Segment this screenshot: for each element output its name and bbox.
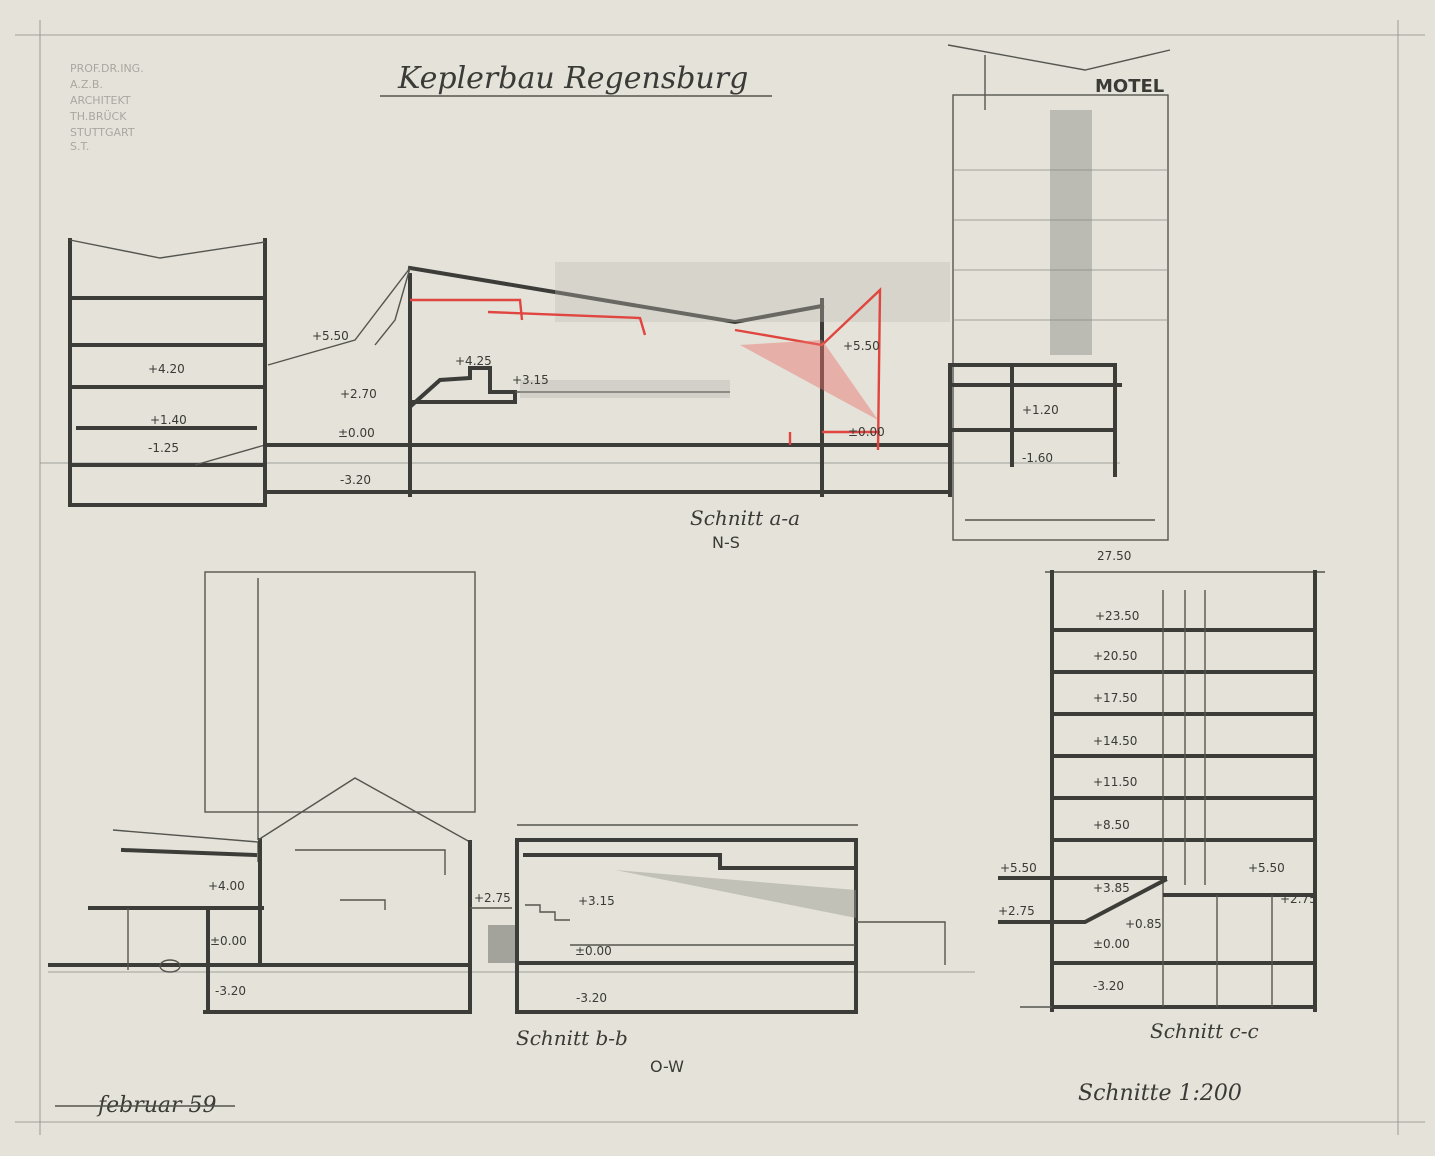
section-aa-label: Schnitt a-a bbox=[690, 506, 800, 530]
sheet-border bbox=[15, 20, 1425, 1135]
drawing-title: Keplerbau Regensburg bbox=[397, 61, 748, 96]
svg-text:+3.15: +3.15 bbox=[512, 373, 549, 387]
svg-text:+4.20: +4.20 bbox=[148, 362, 185, 376]
svg-text:-3.20: -3.20 bbox=[1093, 979, 1124, 993]
svg-text:-1.25: -1.25 bbox=[148, 441, 179, 455]
bb-gabled-hall bbox=[257, 777, 516, 1014]
section-aa: MOTEL +4.20 +1.40 -1.25 +5.50 +4.25 +2.7… bbox=[40, 44, 1171, 552]
svg-text:+20.50: +20.50 bbox=[1093, 649, 1137, 663]
section-bb: +4.00 ±0.00 -3.20 +2.75 +3.15 ±0.00 -3.2… bbox=[48, 571, 975, 1076]
svg-text:+5.50: +5.50 bbox=[1248, 861, 1285, 875]
aa-hatch-background bbox=[555, 262, 950, 322]
svg-text:-3.20: -3.20 bbox=[215, 984, 246, 998]
svg-text:-3.20: -3.20 bbox=[576, 991, 607, 1005]
architect-stamp: PROF.DR.ING. A.Z.B. ARCHITEKT TH.BRÜCK S… bbox=[69, 62, 144, 153]
section-cc-label: Schnitt c-c bbox=[1150, 1019, 1259, 1043]
svg-text:+17.50: +17.50 bbox=[1093, 691, 1137, 705]
svg-text:PROF.DR.ING.: PROF.DR.ING. bbox=[70, 62, 144, 75]
bb-right-hall bbox=[515, 824, 946, 1014]
svg-text:+2.75: +2.75 bbox=[474, 891, 511, 905]
aa-concert-hall bbox=[263, 262, 952, 497]
svg-text:A.Z.B.: A.Z.B. bbox=[70, 78, 103, 91]
svg-text:ARCHITEKT: ARCHITEKT bbox=[70, 94, 131, 107]
svg-text:+14.50: +14.50 bbox=[1093, 734, 1137, 748]
section-bb-orientation: O-W bbox=[650, 1057, 684, 1076]
svg-text:+2.75: +2.75 bbox=[998, 904, 1035, 918]
svg-text:S.T.: S.T. bbox=[70, 140, 89, 153]
svg-text:+5.50: +5.50 bbox=[843, 339, 880, 353]
bb-tower-outline bbox=[204, 571, 476, 840]
svg-text:±0.00: ±0.00 bbox=[338, 426, 375, 440]
svg-text:TH.BRÜCK: TH.BRÜCK bbox=[69, 110, 127, 123]
svg-text:+0.85: +0.85 bbox=[1125, 917, 1162, 931]
section-aa-orientation: N-S bbox=[712, 533, 740, 552]
svg-text:±0.00: ±0.00 bbox=[848, 425, 885, 439]
bb-left-building bbox=[48, 829, 472, 1014]
svg-text:±0.00: ±0.00 bbox=[1093, 937, 1130, 951]
svg-text:+5.50: +5.50 bbox=[1000, 861, 1037, 875]
svg-text:+23.50: +23.50 bbox=[1095, 609, 1139, 623]
svg-text:+1.20: +1.20 bbox=[1022, 403, 1059, 417]
svg-text:±0.00: ±0.00 bbox=[575, 944, 612, 958]
svg-text:+2.75: +2.75 bbox=[1280, 892, 1317, 906]
svg-text:+1.40: +1.40 bbox=[150, 413, 187, 427]
svg-text:+4.25: +4.25 bbox=[455, 354, 492, 368]
svg-text:-3.20: -3.20 bbox=[340, 473, 371, 487]
section-cc: 27.50 +23.50 +20.50 +17.50 +14.50 +11.50… bbox=[998, 549, 1325, 1043]
aa-level-marks: +4.20 +1.40 -1.25 +5.50 +4.25 +2.70 +3.1… bbox=[148, 329, 1059, 487]
aa-red-hatch bbox=[740, 340, 878, 420]
svg-text:27.50: 27.50 bbox=[1097, 549, 1131, 563]
drawing-scale: Schnitte 1:200 bbox=[1078, 1081, 1242, 1106]
svg-text:+5.50: +5.50 bbox=[312, 329, 349, 343]
cc-tower bbox=[998, 570, 1325, 1012]
svg-text:+3.15: +3.15 bbox=[578, 894, 615, 908]
svg-text:+3.85: +3.85 bbox=[1093, 881, 1130, 895]
svg-text:+4.00: +4.00 bbox=[208, 879, 245, 893]
svg-text:+11.50: +11.50 bbox=[1093, 775, 1137, 789]
aa-motel-tower: MOTEL bbox=[947, 44, 1171, 541]
section-bb-label: Schnitt b-b bbox=[516, 1026, 628, 1050]
svg-text:+2.70: +2.70 bbox=[340, 387, 377, 401]
svg-text:+8.50: +8.50 bbox=[1093, 818, 1130, 832]
cc-level-marks: 27.50 +23.50 +20.50 +17.50 +14.50 +11.50… bbox=[998, 549, 1317, 993]
svg-text:STUTTGART: STUTTGART bbox=[70, 126, 135, 139]
bb-level-marks: +4.00 ±0.00 -3.20 +2.75 +3.15 ±0.00 -3.2… bbox=[208, 879, 615, 1005]
motel-sign: MOTEL bbox=[1095, 76, 1164, 97]
aa-left-building bbox=[68, 238, 267, 507]
svg-text:±0.00: ±0.00 bbox=[210, 934, 247, 948]
svg-text:-1.60: -1.60 bbox=[1022, 451, 1053, 465]
